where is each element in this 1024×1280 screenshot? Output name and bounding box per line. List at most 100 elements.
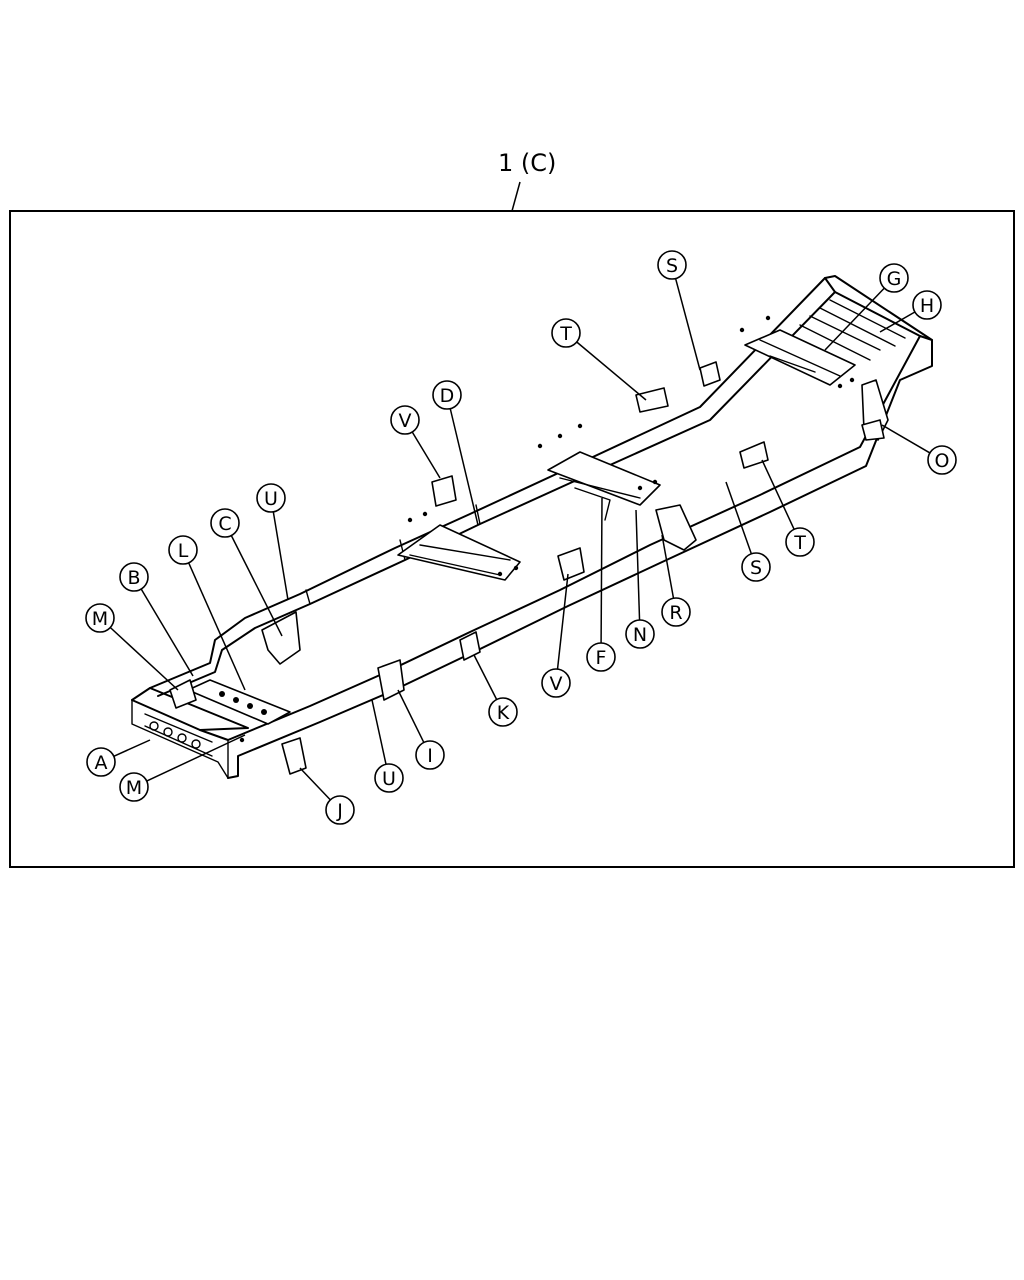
diagram-border xyxy=(9,210,1015,868)
callout-leader xyxy=(230,535,283,637)
callout-label: U xyxy=(264,488,278,510)
callout-circle xyxy=(168,535,198,565)
bracket-t-right xyxy=(739,441,769,469)
callout-circle xyxy=(85,603,115,633)
callout-u-bottom: U xyxy=(371,699,404,793)
callout-leader xyxy=(371,699,387,765)
callout-k: K xyxy=(473,654,518,727)
bracket-i xyxy=(377,659,405,701)
callout-leader xyxy=(411,431,441,479)
callout-label: A xyxy=(95,752,108,774)
callout-circle xyxy=(374,763,404,793)
callout-circle xyxy=(625,619,655,649)
callout-label: V xyxy=(399,410,412,432)
callout-label: H xyxy=(920,295,934,317)
callout-i: I xyxy=(397,689,445,770)
callout-s-top: S xyxy=(657,250,701,371)
callout-leader xyxy=(661,534,675,599)
callout-circle xyxy=(256,483,286,513)
callout-leader xyxy=(556,573,569,670)
callout-label: M xyxy=(92,608,108,630)
callout-n: N xyxy=(625,509,655,649)
bracket-v-top xyxy=(431,475,457,507)
callout-j: J xyxy=(299,767,355,825)
bracket-v-bottom xyxy=(557,547,585,581)
callout-leader xyxy=(881,424,931,454)
callout-label: O xyxy=(935,450,950,472)
bracket-t-top xyxy=(635,387,669,413)
callout-circle xyxy=(119,772,149,802)
callout-label: R xyxy=(669,602,682,624)
callout-label: N xyxy=(633,624,647,646)
callout-leader xyxy=(397,689,425,743)
callout-label: S xyxy=(666,255,678,277)
callout-circle xyxy=(657,250,687,280)
callout-circle xyxy=(390,405,420,435)
callout-b: B xyxy=(119,562,194,677)
callout-circle xyxy=(551,318,581,348)
callout-t-right: T xyxy=(761,459,815,557)
callout-leader xyxy=(113,739,151,757)
callout-v-top: V xyxy=(390,405,441,479)
callout-f: F xyxy=(586,497,616,672)
callout-circle xyxy=(927,445,957,475)
callout-label: T xyxy=(559,323,572,345)
callout-label: B xyxy=(127,567,140,589)
bracket-r xyxy=(655,504,697,551)
callout-leader xyxy=(449,408,479,526)
callout-leader xyxy=(187,562,246,691)
callout-leader xyxy=(879,311,916,333)
callout-l: L xyxy=(168,535,246,691)
bracket-s-top xyxy=(699,361,721,387)
callout-leader xyxy=(272,511,289,601)
bracket-k xyxy=(459,631,481,661)
callout-circle xyxy=(432,380,462,410)
callout-m-top: M xyxy=(85,603,179,691)
bracket-b xyxy=(169,679,197,709)
callout-leader xyxy=(725,481,753,555)
callout-g: G xyxy=(824,263,909,351)
callout-label: U xyxy=(382,768,396,790)
bracket-c xyxy=(261,611,301,665)
callout-circle xyxy=(210,508,240,538)
callout-a: A xyxy=(86,739,151,777)
callout-o: O xyxy=(881,424,957,475)
callout-label: L xyxy=(178,540,189,562)
callout-circle xyxy=(661,597,691,627)
callout-label: S xyxy=(750,557,762,579)
callout-r: R xyxy=(661,534,691,627)
callout-circle xyxy=(86,747,116,777)
callout-label: J xyxy=(336,800,343,822)
callout-leader xyxy=(473,654,498,700)
callout-s-right: S xyxy=(725,481,771,582)
callout-label: G xyxy=(887,268,902,290)
callout-label: K xyxy=(497,702,510,724)
callout-circle xyxy=(541,668,571,698)
callout-leader xyxy=(600,497,603,644)
callout-circle xyxy=(879,263,909,293)
callout-label: T xyxy=(793,532,806,554)
callout-label: I xyxy=(427,745,433,767)
callout-leader xyxy=(761,459,795,530)
title-leader xyxy=(511,181,521,212)
callout-label: C xyxy=(218,513,231,535)
callout-d: D xyxy=(432,380,479,526)
callout-leader xyxy=(140,588,194,677)
callout-label: D xyxy=(440,385,455,407)
callout-t-top: T xyxy=(551,318,647,401)
callout-c: C xyxy=(210,508,283,637)
callout-circle xyxy=(488,697,518,727)
callout-label: V xyxy=(550,673,563,695)
callout-leader xyxy=(299,767,331,801)
callout-circle xyxy=(785,527,815,557)
callout-circle xyxy=(325,795,355,825)
callout-circle xyxy=(741,552,771,582)
callout-label: F xyxy=(596,647,607,669)
callout-circle xyxy=(912,290,942,320)
callout-h: H xyxy=(879,290,942,333)
assembly-title: 1 (C) xyxy=(498,149,556,177)
callout-u-top: U xyxy=(256,483,289,601)
callout-v-bottom: V xyxy=(541,573,571,698)
